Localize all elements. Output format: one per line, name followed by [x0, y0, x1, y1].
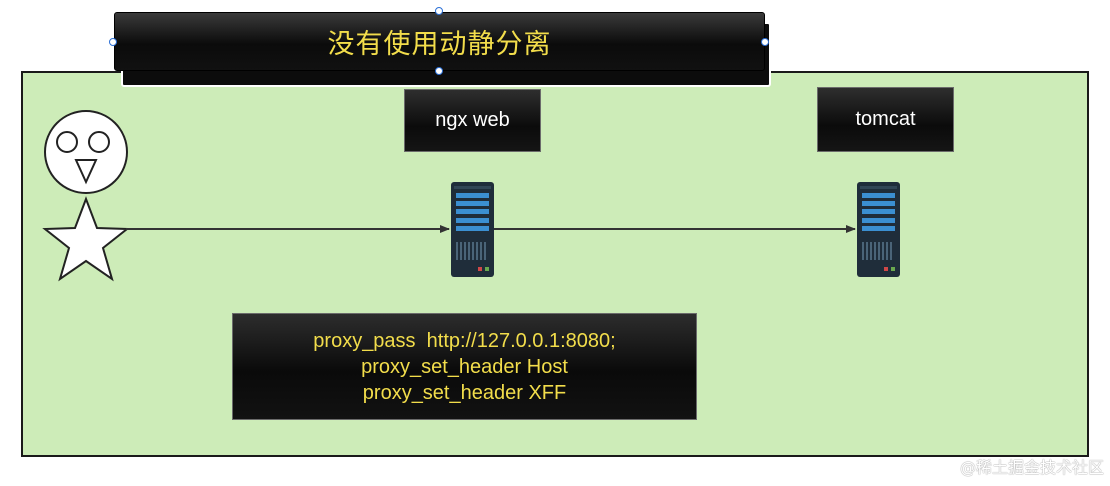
nginx-label-text: ngx web — [435, 109, 510, 131]
nginx-label[interactable]: ngx web — [404, 89, 541, 152]
star-icon — [42, 196, 130, 282]
tomcat-label-text: tomcat — [855, 108, 916, 130]
selection-handle-bottom[interactable] — [435, 67, 443, 75]
nginx-server-icon[interactable] — [451, 182, 494, 277]
selection-handle-left[interactable] — [109, 38, 117, 46]
config-line-host-header: proxy_set_header Host — [361, 355, 568, 378]
selection-handle-top[interactable] — [435, 7, 443, 15]
config-line-xff-header: proxy_set_header XFF — [362, 381, 567, 404]
watermark: @稀土掘金技术社区 — [959, 458, 1104, 477]
tomcat-label[interactable]: tomcat — [817, 87, 954, 152]
diagram-title: 没有使用动静分离 — [327, 29, 552, 60]
selection-handle-right[interactable] — [761, 38, 769, 46]
config-line-proxy-pass: proxy_pass http://127.0.0.1:8080; — [313, 329, 616, 352]
tomcat-server-icon[interactable] — [857, 182, 900, 277]
user-avatar-icon[interactable] — [44, 110, 128, 194]
proxy-config-box[interactable]: proxy_pass http://127.0.0.1:8080; proxy_… — [232, 313, 697, 420]
